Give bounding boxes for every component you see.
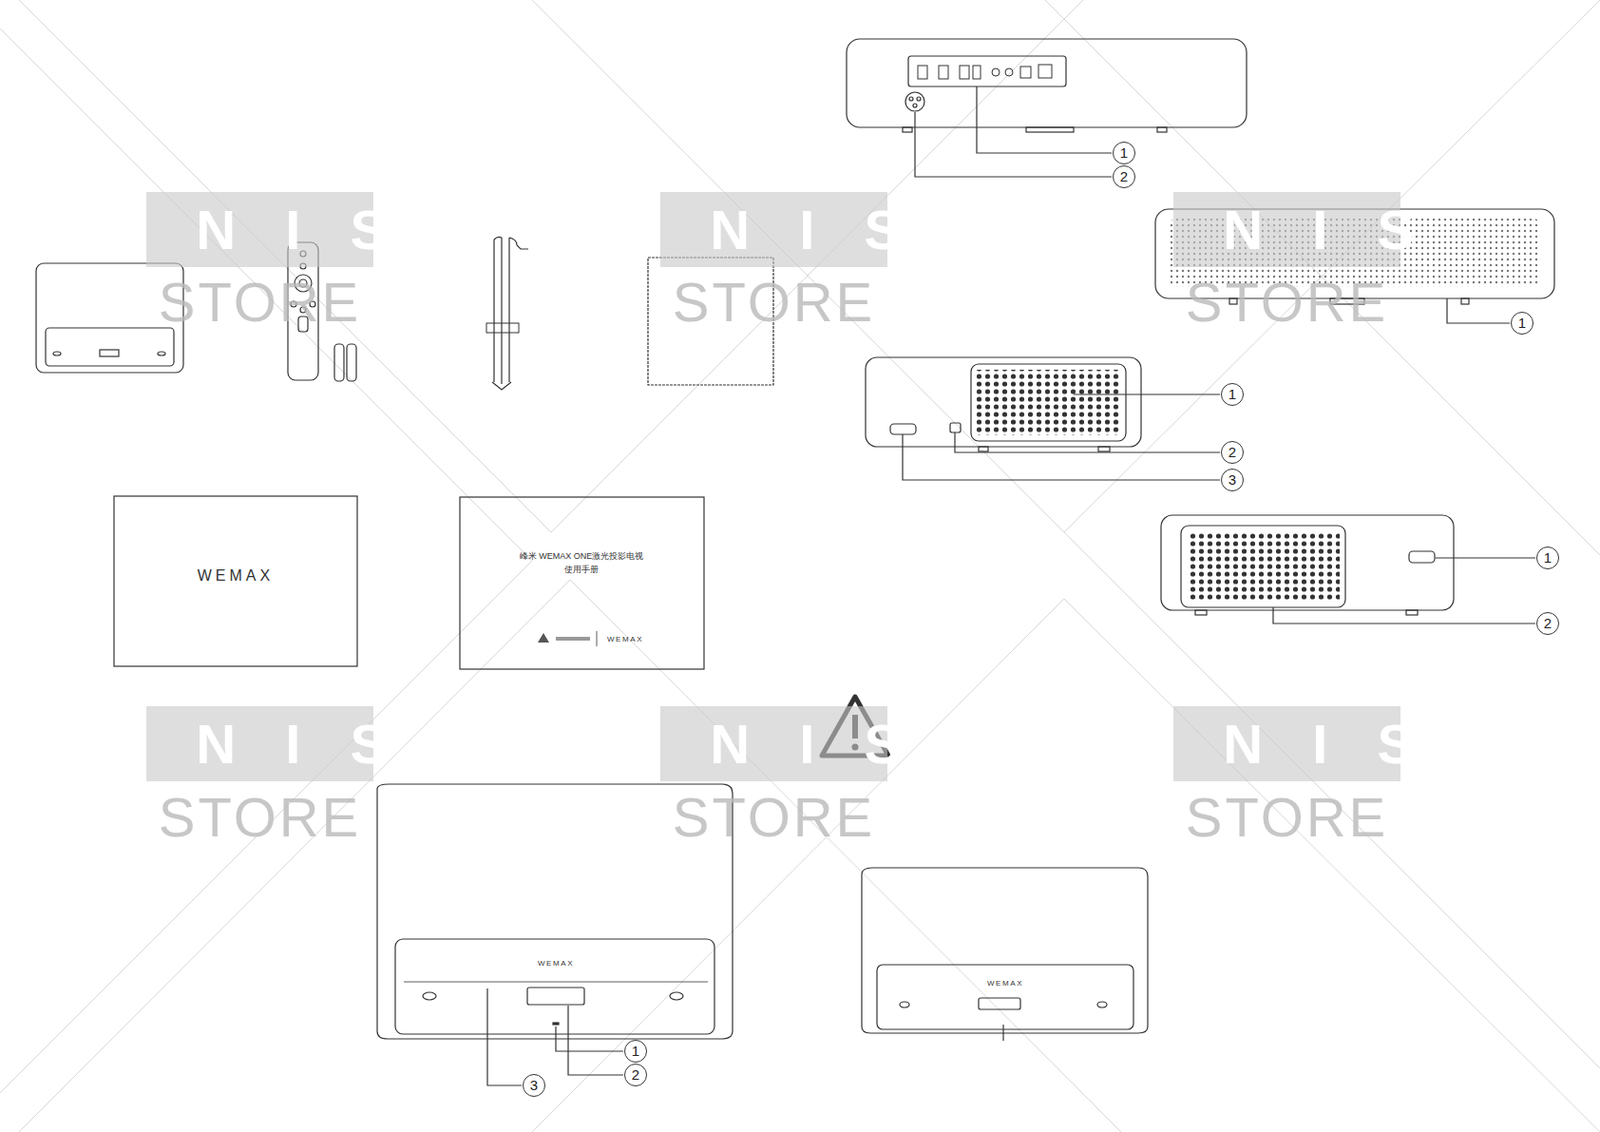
watermark: NIS (146, 191, 374, 267)
callout-number: 1 (1112, 141, 1136, 165)
watermark: NIS (1173, 705, 1401, 781)
callout-number: 3 (522, 1073, 546, 1097)
watermark: STORE (146, 790, 374, 844)
callout-number: 1 (1510, 311, 1534, 335)
callout-number: 3 (1220, 468, 1244, 492)
watermark: NIS (660, 705, 888, 781)
callout-number: 2 (1536, 611, 1560, 635)
callout-number: 1 (624, 1039, 648, 1063)
brand-logo: WEMAX (987, 978, 1024, 988)
watermark: NIS (660, 191, 888, 267)
callout-number: 2 (624, 1063, 648, 1086)
manual-title: 峰米 WEMAX ONE激光投影电视 (519, 550, 645, 563)
watermark: NIS (146, 705, 374, 781)
brand-logo: WEMAX (607, 634, 644, 644)
watermark: STORE (660, 275, 888, 329)
watermark: NIS (1173, 191, 1401, 267)
callout-number: 2 (1220, 440, 1244, 464)
callout-number: 1 (1536, 546, 1560, 570)
watermark: STORE (146, 275, 374, 329)
brand-logo: WEMAX (537, 958, 574, 968)
watermark: STORE (660, 790, 888, 844)
watermark: STORE (1173, 790, 1401, 844)
callout-number: 1 (1220, 382, 1244, 406)
manual-title: 使用手册 (564, 563, 599, 576)
watermark: STORE (1173, 275, 1401, 329)
callout-number: 2 (1112, 165, 1136, 189)
brand-logo: WEMAX (197, 567, 274, 585)
